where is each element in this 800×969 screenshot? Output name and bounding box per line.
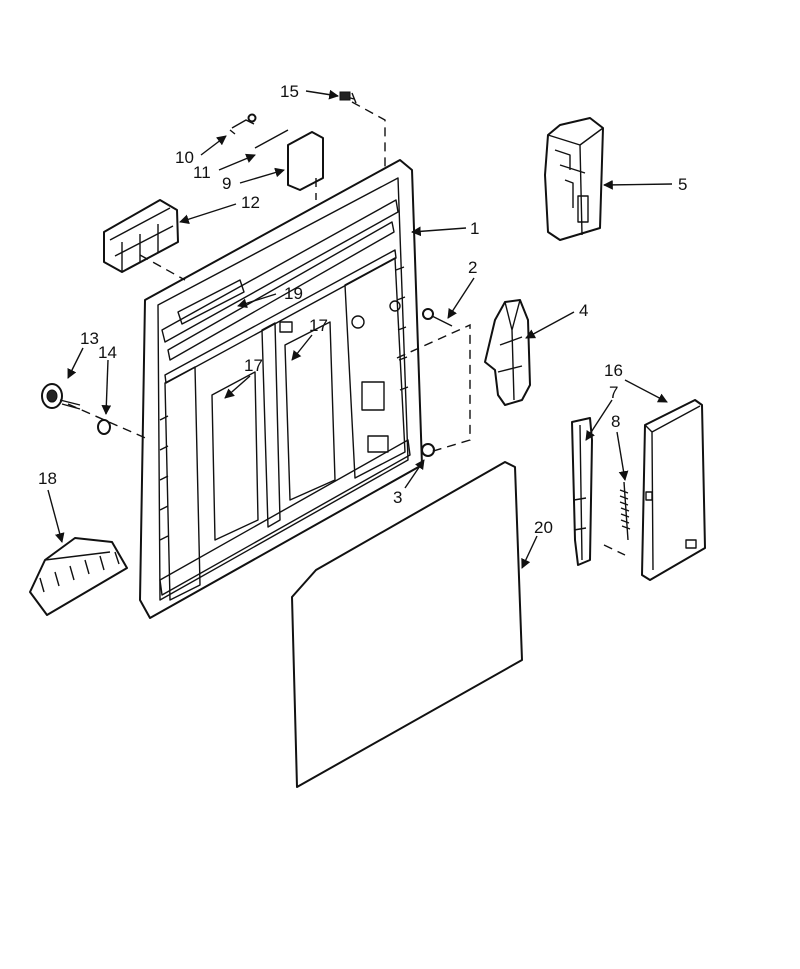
callout-5: 5	[678, 175, 687, 194]
callout-3: 3	[393, 488, 402, 507]
callout-18: 18	[38, 469, 57, 488]
callout-9: 9	[222, 174, 231, 193]
side-panel-16	[641, 399, 706, 581]
cover-18	[29, 537, 128, 616]
callout-12: 12	[241, 193, 260, 212]
knob-13	[41, 383, 81, 410]
hinge-arm-7	[571, 417, 593, 566]
spring-8	[619, 481, 631, 541]
callout-17-left: 17	[244, 356, 263, 375]
callout-17-right: 17	[309, 316, 328, 335]
handle-grip-12	[103, 199, 179, 273]
door-frame	[139, 159, 423, 619]
small-parts-top	[229, 91, 357, 191]
hinge-bracket	[484, 299, 531, 406]
callout-13: 13	[80, 329, 99, 348]
callout-16: 16	[604, 361, 623, 380]
callout-11: 11	[193, 163, 211, 182]
washer-14	[97, 419, 111, 435]
callout-7: 7	[609, 383, 618, 402]
callout-8: 8	[611, 412, 620, 431]
outer-panel	[291, 461, 523, 788]
callout-10: 10	[175, 148, 194, 167]
callout-15: 15	[280, 82, 299, 101]
latch-assembly	[544, 117, 604, 241]
callout-14: 14	[98, 343, 117, 362]
plug-3	[421, 443, 435, 457]
screw-2	[422, 308, 453, 327]
callout-2: 2	[468, 258, 477, 277]
callout-4: 4	[579, 301, 588, 320]
callout-19: 19	[284, 284, 303, 303]
callout-1: 1	[470, 219, 479, 238]
callout-20: 20	[534, 518, 553, 537]
